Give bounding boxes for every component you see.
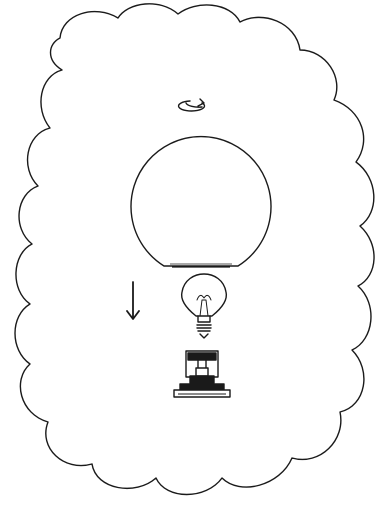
globe-shade — [130, 135, 272, 268]
rotate-arrow-icon — [177, 98, 206, 112]
light-bulb-icon — [180, 273, 228, 339]
down-arrow-icon — [126, 281, 140, 320]
lamp-socket-icon — [173, 350, 231, 398]
